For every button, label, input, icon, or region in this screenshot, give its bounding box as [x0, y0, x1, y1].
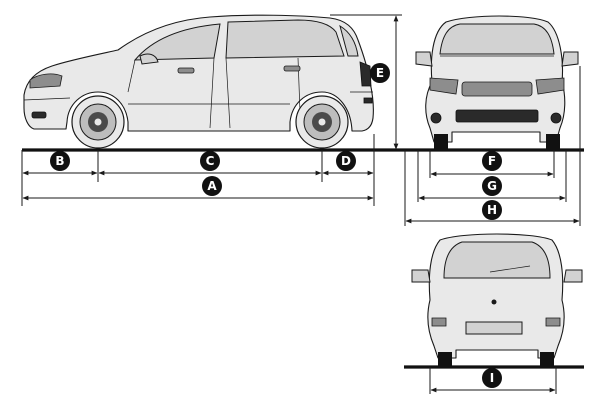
label-C: C: [206, 154, 215, 168]
rear-door-handle: [283, 65, 301, 72]
side-rear-window: [225, 19, 345, 59]
label-G: G: [487, 179, 497, 193]
rear-tyre-left: [438, 352, 452, 366]
label-A: A: [207, 179, 217, 193]
rear-window: [443, 241, 551, 279]
side-tail-light: [359, 61, 372, 87]
badge-B: B: [50, 151, 70, 171]
rear-view: [404, 233, 584, 394]
front-fog-right: [550, 112, 562, 124]
front-windshield: [439, 23, 555, 55]
label-F: F: [488, 154, 496, 168]
side-view: [21, 14, 584, 206]
side-headlight: [29, 73, 63, 89]
rear-mirror-left: [411, 269, 431, 283]
label-H: H: [487, 203, 497, 217]
front-headlight-right: [535, 77, 565, 95]
front-tyre-right: [546, 134, 560, 150]
front-fog-left: [430, 112, 442, 124]
front-headlight-left: [429, 77, 459, 95]
front-wheel: [71, 95, 125, 149]
badge-H: H: [482, 200, 502, 220]
rear-tyre-right: [540, 352, 554, 366]
badge-D: D: [336, 151, 356, 171]
badge-G: G: [482, 176, 502, 196]
side-mirror: [139, 53, 159, 65]
rear-badge: [491, 299, 497, 305]
badge-E: E: [370, 63, 390, 83]
side-quarter-window: [339, 24, 359, 57]
side-door-lines: [23, 57, 373, 129]
label-B: B: [55, 154, 64, 168]
front-mirror-left: [415, 51, 433, 67]
front-mirror-right: [561, 51, 579, 67]
rear-wheel: [295, 95, 349, 149]
side-reflector: [363, 97, 373, 104]
front-grille: [461, 81, 533, 97]
rear-plate: [465, 321, 523, 335]
rear-light-right: [545, 317, 561, 327]
label-E: E: [376, 66, 384, 80]
side-front-window: [133, 23, 221, 61]
badge-F: F: [482, 151, 502, 171]
rear-wiper: [489, 265, 531, 273]
label-I: I: [490, 371, 494, 385]
badge-A: A: [202, 176, 222, 196]
front-tyre-left: [434, 134, 448, 150]
badge-C: C: [200, 151, 220, 171]
badge-I: I: [482, 368, 502, 388]
front-air-intake: [455, 109, 539, 123]
front-view: [404, 15, 581, 226]
rear-light-left: [431, 317, 447, 327]
side-fog-light: [31, 111, 47, 119]
rear-mirror-right: [563, 269, 583, 283]
label-D: D: [341, 154, 351, 168]
front-door-handle: [177, 67, 195, 74]
